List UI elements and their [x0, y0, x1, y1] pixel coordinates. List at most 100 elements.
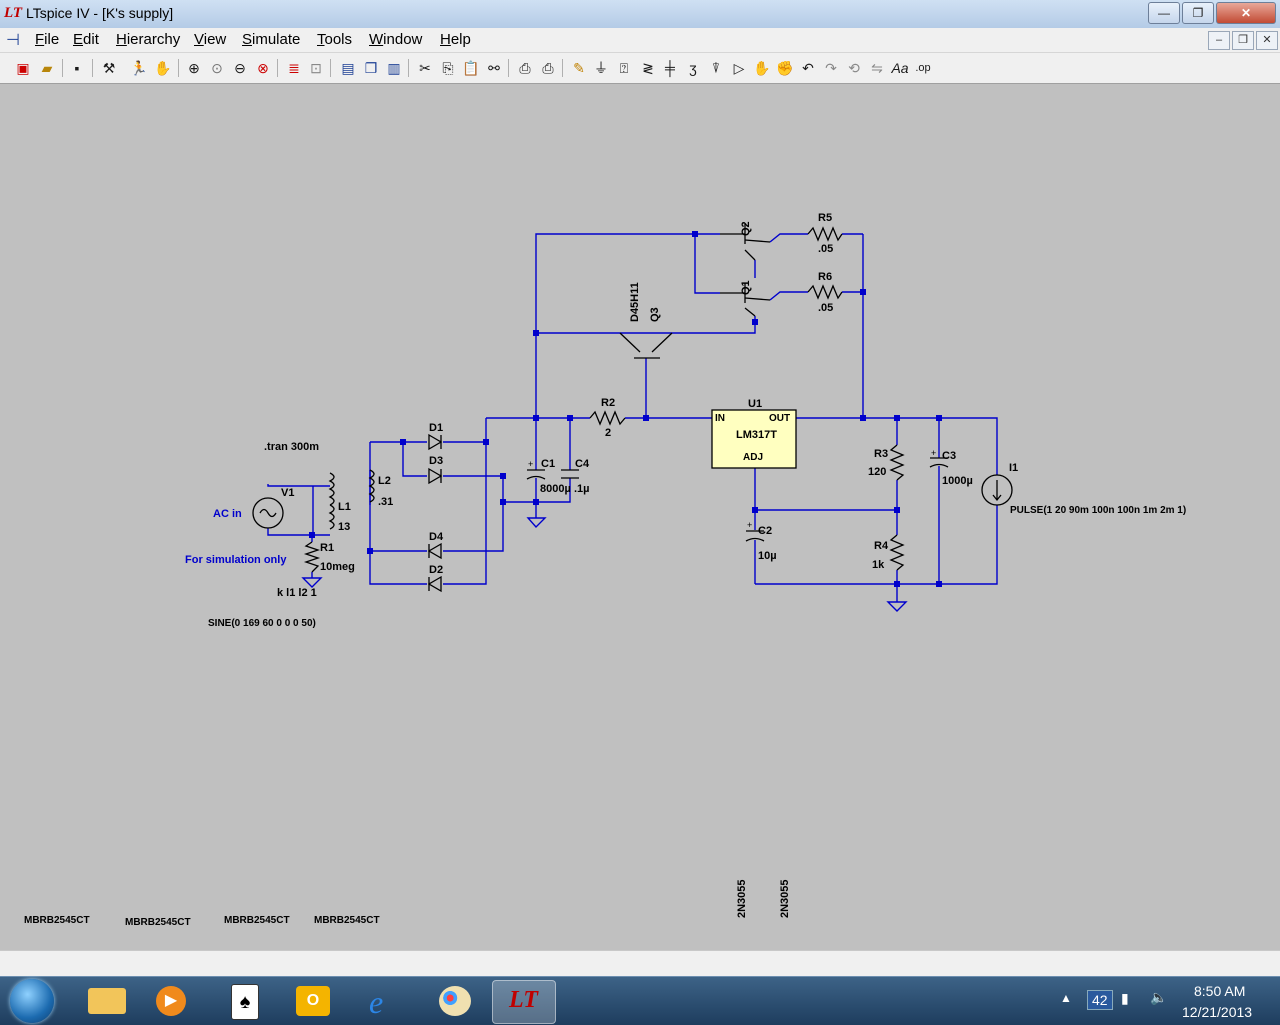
label-R4-val: 1k — [872, 559, 885, 571]
label-I1: I1 — [1009, 462, 1018, 474]
source-symbols — [252, 474, 1013, 529]
menu-simulate[interactable]: Simulate — [242, 31, 301, 48]
volume-icon[interactable]: 🔈 — [1150, 989, 1168, 1005]
close-button[interactable]: ✕ — [1216, 2, 1276, 24]
label-Q1: Q1 — [740, 280, 752, 295]
minimize-button[interactable]: — — [1148, 2, 1180, 24]
label-U1-adj: ADJ — [743, 452, 763, 463]
toolbar-separator — [92, 59, 93, 77]
schematic-canvas[interactable]: +++ R5 .05 R6 .05 R2 2 — [0, 84, 1280, 950]
paste-icon[interactable]: 📋 — [462, 60, 480, 76]
start-button[interactable] — [10, 979, 54, 1023]
print-icon[interactable]: ⎙ — [542, 60, 554, 76]
menu-file[interactable]: File — [35, 31, 60, 48]
resistor-symbols — [303, 226, 905, 573]
component-icon[interactable]: ▷ — [733, 60, 745, 76]
capacitor-icon[interactable]: ╪ — [665, 60, 675, 76]
mdi-close-button[interactable]: ✕ — [1256, 31, 1278, 50]
move-icon[interactable]: ✋ — [753, 60, 771, 76]
cascade-icon[interactable]: ❐ — [364, 60, 378, 76]
coupling-directive: k l1 l2 1 — [277, 587, 317, 599]
net-labels: AC in For simulation only — [185, 508, 287, 566]
label-L1-val: 13 — [338, 521, 350, 533]
label-R2: R2 — [601, 397, 615, 409]
paint-icon[interactable] — [425, 980, 487, 1022]
ltspice-logo-icon[interactable]: LT — [4, 5, 23, 21]
diode-icon[interactable]: ⍒ — [711, 60, 721, 76]
pan-icon[interactable]: ✋ — [154, 60, 172, 76]
ltspice-icon[interactable]: LT — [492, 980, 556, 1024]
clock-time[interactable]: 8:50 AM — [1194, 983, 1246, 999]
title-bar: LT LTspice IV - [K's supply] — ❐ ✕ — [0, 0, 1280, 29]
tray-expand-icon[interactable]: ▲ — [1060, 991, 1072, 1005]
label-R6-val: .05 — [818, 302, 833, 314]
control-panel-icon[interactable]: ⚒ — [102, 60, 116, 76]
svg-text:+: + — [747, 520, 752, 530]
open-icon[interactable]: ▰ — [41, 60, 53, 76]
clock-date[interactable]: 12/21/2013 — [1182, 1004, 1253, 1020]
wire-icon[interactable]: ✎ — [573, 60, 585, 76]
zoom-full-icon[interactable]: ⊡ — [310, 60, 322, 76]
ground-icon[interactable]: ⏚ — [594, 60, 608, 76]
label-R1: R1 — [320, 542, 334, 554]
tile-vertical-icon[interactable]: ▤ — [341, 60, 355, 76]
label-C2: C2 — [758, 525, 772, 537]
rotate-icon[interactable]: ⟲ — [848, 60, 860, 76]
undo-icon[interactable]: ↶ — [802, 60, 814, 76]
menu-tools[interactable]: Tools — [317, 31, 353, 48]
find-icon[interactable]: ⚯ — [488, 60, 500, 76]
label-Q3: Q3 — [649, 307, 661, 322]
zoom-in-icon[interactable]: ⊕ — [188, 60, 200, 76]
toolbar-separator — [562, 59, 563, 77]
restore-button[interactable]: ❐ — [1182, 2, 1214, 24]
lm317-body[interactable] — [711, 409, 797, 469]
redo-icon[interactable]: ↷ — [825, 60, 837, 76]
inductor-icon[interactable]: ʒ — [689, 60, 697, 76]
mdi-minimize-button[interactable]: – — [1208, 31, 1230, 50]
drag-icon[interactable]: ✊ — [776, 60, 794, 76]
internet-explorer-icon[interactable]: e — [369, 984, 384, 1020]
windows-explorer-icon[interactable] — [76, 980, 138, 1022]
spice-directive-icon[interactable]: .op — [915, 62, 931, 74]
save-icon[interactable]: ▪ — [74, 60, 80, 76]
solitaire-icon[interactable]: ♠ — [213, 980, 275, 1022]
menu-hierarchy[interactable]: Hierarchy — [116, 31, 181, 48]
menu-edit[interactable]: Edit — [73, 31, 99, 48]
mdi-restore-button[interactable]: ❐ — [1232, 31, 1254, 50]
label-net-icon[interactable]: ⍰ — [619, 60, 629, 76]
mirror-icon[interactable]: ⇋ — [871, 60, 883, 76]
media-player-icon[interactable]: ▶ — [140, 980, 202, 1022]
resistor-icon[interactable]: ≷ — [642, 60, 654, 76]
taskbar: ▶ ♠ O e LT ▲ 42 ▮ 🔈 8:50 AM 12/21/2013 — [0, 976, 1280, 1025]
zoom-out-icon[interactable]: ⊖ — [234, 60, 246, 76]
window-title: LTspice IV - [K's supply] — [26, 5, 174, 21]
tray-badge[interactable]: 42 — [1087, 990, 1113, 1010]
schematic-doc-icon[interactable]: ⊣ — [6, 32, 20, 49]
run-icon[interactable]: 🏃 — [130, 60, 148, 76]
menu-window[interactable]: Window — [369, 31, 423, 48]
label-C3-val: 1000µ — [942, 475, 973, 487]
cut-icon[interactable]: ✂ — [419, 60, 431, 76]
menu-help[interactable]: Help — [440, 31, 471, 48]
ground-symbols — [301, 517, 908, 612]
label-R3: R3 — [874, 448, 888, 460]
text-icon[interactable]: Aa — [891, 60, 909, 76]
tran-directive: .tran 300m — [264, 441, 319, 453]
print-setup-icon[interactable]: ⎙ — [519, 60, 531, 76]
toolbar-separator — [277, 59, 278, 77]
tile-horizontal-icon[interactable]: ▥ — [387, 60, 401, 76]
new-schematic-icon[interactable]: ▣ — [16, 60, 30, 76]
copy-icon[interactable]: ⎘ — [442, 60, 454, 76]
label-D1: D1 — [429, 422, 443, 434]
schematic-drawing[interactable]: +++ R5 .05 R6 .05 R2 2 — [0, 84, 1280, 950]
toolbar-separator — [408, 59, 409, 77]
autorange-icon[interactable]: ≣ — [288, 60, 300, 76]
menu-view[interactable]: View — [194, 31, 227, 48]
network-icon[interactable]: ▮ — [1121, 990, 1129, 1006]
label-D3: D3 — [429, 455, 443, 467]
label-R6: R6 — [818, 271, 832, 283]
zoom-area-icon[interactable]: ⊙ — [211, 60, 223, 76]
zoom-cancel-icon[interactable]: ⊗ — [257, 60, 269, 76]
toolbar: ▣ ▰ ▪ ⚒ 🏃 ✋ ⊕ ⊙ ⊖ ⊗ ≣ ⊡ ▤ ❐ ▥ ✂ ⎘ 📋 ⚯ ⎙ … — [0, 53, 1280, 84]
outlook-icon[interactable]: O — [282, 980, 344, 1022]
